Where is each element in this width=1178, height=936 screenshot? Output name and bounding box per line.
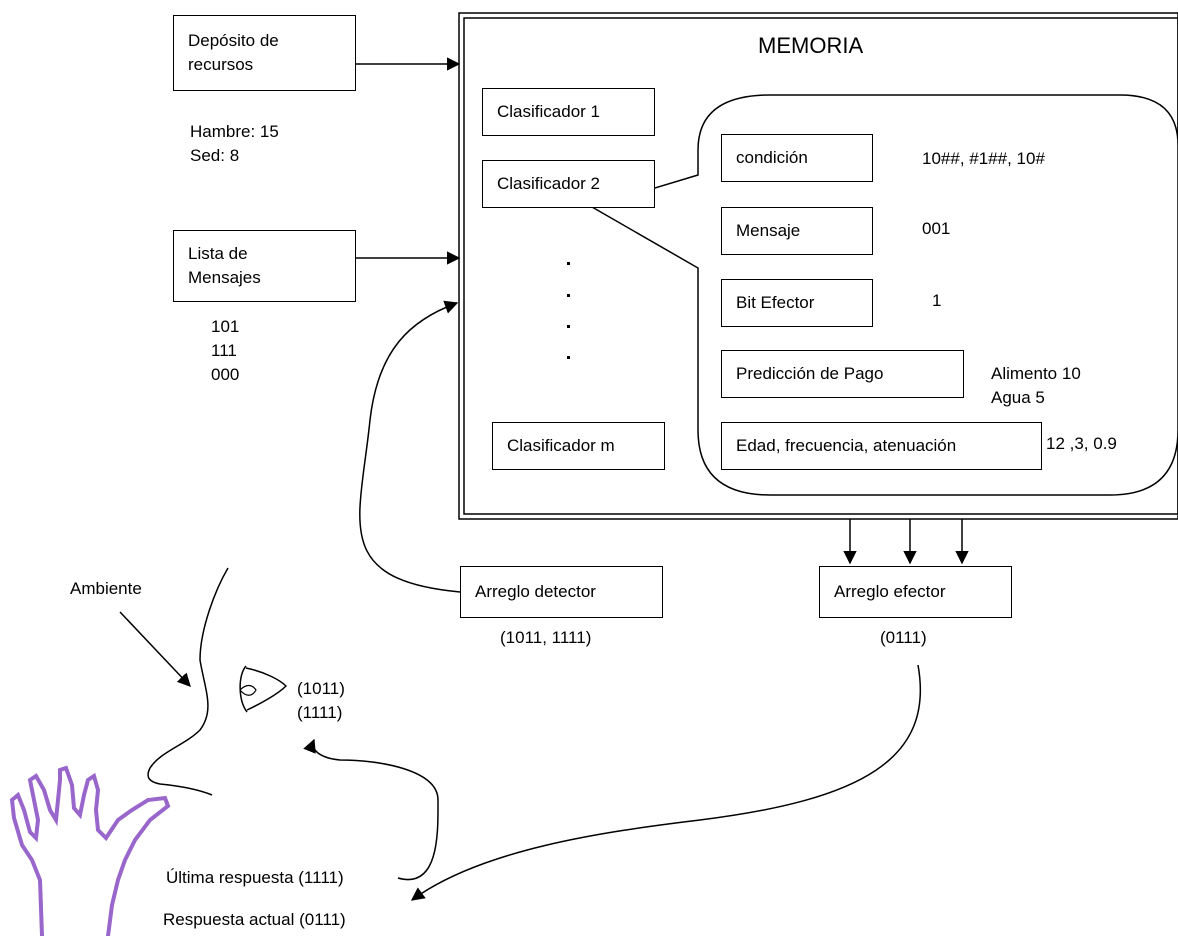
water-value: Agua 5 [991,388,1045,407]
classifier-2-label: Clasificador 2 [497,174,600,193]
message-field-box: Mensaje [721,207,873,255]
message-values: 101 111 000 [211,315,239,387]
current-response-label: Respuesta actual (0111) [163,910,346,929]
resource-deposit-box: Depósito de recursos [173,15,356,91]
message-value: 101 [211,317,240,336]
age-frequency-field-box: Edad, frecuencia, atenuación [721,422,1042,470]
payoff-prediction-field-box: Predicción de Pago [721,350,964,398]
memory-frame-outer [458,12,1178,520]
eye-icon [239,665,288,713]
payoff-prediction-values: Alimento 10 Agua 5 [991,362,1081,410]
classifier-1-box: Clasificador 1 [482,88,655,136]
message-list-label-2: Mensajes [188,268,261,287]
message-label: Mensaje [736,221,801,240]
ambiente-label: Ambiente [70,579,142,598]
effector-bit-value: 1 [932,291,942,310]
detector-box: Arreglo detector [460,566,663,618]
ambiente-arrow [119,611,191,687]
age-frequency-value: 12 ,3, 0.9 [1046,434,1117,453]
resource-values: Hambre: 15 Sed: 8 [190,120,279,168]
condition-label: condición [736,148,808,167]
message-field-value: 001 [922,219,951,238]
effector-response-arrow [410,664,922,901]
hand-icon [9,765,171,936]
detector-value: (1011, 1111) [500,628,592,647]
eye-values: (1011) (1111) [297,677,345,725]
memory-title: MEMORIA [758,33,864,58]
ellipsis-dot [567,262,570,265]
classifier-m-box: Clasificador m [492,422,665,470]
message-value: 111 [211,341,237,360]
message-list-box: Lista de Mensajes [173,230,356,302]
message-list-label-1: Lista de [188,244,248,263]
eye-value-2: (1111) [297,703,343,722]
last-response-label: Última respuesta (1111) [166,868,344,887]
thirst-value: Sed: 8 [190,146,240,165]
ellipsis-dot [567,294,570,297]
detector-feedback-arrow [359,300,461,593]
food-value: Alimento 10 [991,364,1081,383]
ellipsis-dot [567,325,570,328]
message-value: 000 [211,365,240,384]
detector-label: Arreglo detector [475,582,596,601]
classifier-1-label: Clasificador 1 [497,102,600,121]
eye-value-1: (1011) [297,679,345,698]
effector-box: Arreglo efector [819,566,1012,618]
last-response-arrow [303,738,439,881]
payoff-prediction-label: Predicción de Pago [736,364,884,383]
effector-bit-label: Bit Efector [736,293,815,312]
classifier-2-box: Clasificador 2 [482,160,655,208]
hunger-value: Hambre: 15 [190,122,279,141]
age-frequency-label: Edad, frecuencia, atenuación [736,436,957,455]
effector-label: Arreglo efector [834,582,946,601]
resource-deposit-label-2: recursos [188,55,254,74]
effector-bit-field-box: Bit Efector [721,279,873,327]
face-profile [147,567,229,796]
condition-value: 10##, #1##, 10# [922,149,1045,168]
effector-value: (0111) [880,628,927,647]
classifier-m-label: Clasificador m [507,436,615,455]
condition-field-box: condición [721,134,873,182]
ellipsis-dot [567,356,570,359]
resource-deposit-label-1: Depósito de [188,31,279,50]
memory-frame-inner [463,17,1178,515]
